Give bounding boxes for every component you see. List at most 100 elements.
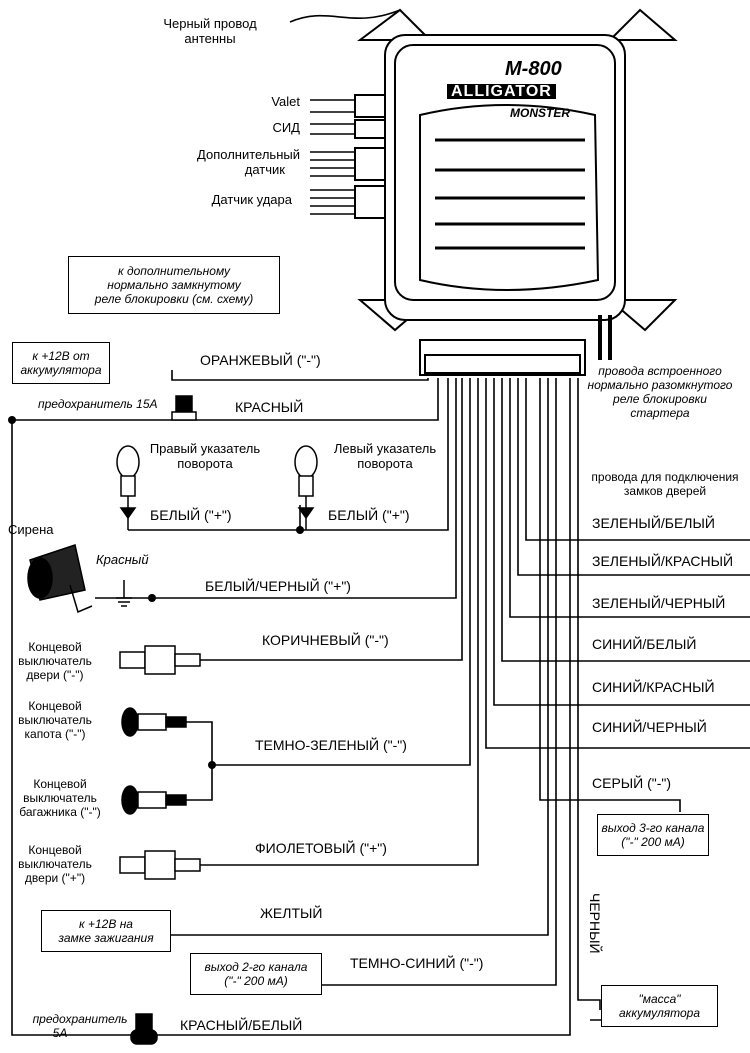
led-label: СИД bbox=[272, 120, 300, 135]
locks-header-line2: замков дверей bbox=[623, 484, 707, 498]
wire-green-white-label: ЗЕЛЕНЫЙ/БЕЛЫЙ bbox=[592, 515, 715, 531]
battery-box-line1: к +12В от bbox=[32, 349, 90, 363]
hood-line2: выключатель bbox=[18, 713, 92, 727]
ignition-line2: замке зажигания bbox=[58, 931, 154, 945]
ch2-line2: ("-" 200 мА) bbox=[224, 974, 288, 988]
hood-switch-icon bbox=[121, 707, 187, 737]
door-neg-line3: двери ("-") bbox=[26, 668, 84, 682]
valet-wire bbox=[310, 99, 355, 113]
logo-brand: ALLIGATOR bbox=[447, 84, 556, 100]
junction-dots bbox=[8, 416, 304, 769]
wire-gray-label: СЕРЫЙ ("-") bbox=[592, 775, 672, 791]
ch3-box: выход 3-го канала ("-" 200 мА) bbox=[597, 814, 709, 856]
ch2-box: выход 2-го канала ("-" 200 мА) bbox=[190, 953, 322, 995]
fuse-5a-line2: 5А bbox=[52, 1026, 68, 1040]
wire-blue-red-label: СИНИЙ/КРАСНЫЙ bbox=[592, 679, 715, 695]
hood-switch-label: Концевой выключатель капота ("-") bbox=[0, 699, 110, 741]
starter-relay-line1: провода встроенного bbox=[598, 364, 722, 378]
right-lamp-icon bbox=[116, 445, 140, 530]
ch2-line1: выход 2-го канала bbox=[204, 960, 308, 974]
wire-blue-white-label: СИНИЙ/БЕЛЫЙ bbox=[592, 636, 697, 652]
siren-icon bbox=[27, 544, 152, 614]
control-unit bbox=[354, 8, 678, 376]
siren-wire-label: Красный bbox=[96, 552, 149, 567]
wire-red-white-label: КРАСНЫЙ/БЕЛЫЙ bbox=[180, 1017, 303, 1033]
ch3-line2: ("-" 200 мА) bbox=[621, 835, 685, 849]
fuse-15a-icon bbox=[171, 395, 197, 421]
hood-line1: Концевой bbox=[28, 699, 82, 713]
extra-sensor-wire bbox=[310, 151, 355, 177]
door-neg-line2: выключатель bbox=[18, 654, 92, 668]
led-wire bbox=[310, 123, 355, 135]
ch3-line1: выход 3-го канала bbox=[601, 821, 705, 835]
fuse-5a-line1: предохранитель bbox=[32, 1012, 128, 1026]
door-pos-line2: выключатель bbox=[18, 857, 92, 871]
locks-header-line1: провода для подключения bbox=[591, 470, 739, 484]
logo-model: M-800 bbox=[505, 58, 562, 80]
extra-sensor-line1: Дополнительный bbox=[197, 147, 300, 162]
wire-green-black-label: ЗЕЛЕНЫЙ/ЧЕРНЫЙ bbox=[592, 595, 726, 611]
door-pos-line1: Концевой bbox=[28, 843, 82, 857]
wire-violet-label: ФИОЛЕТОВЫЙ ("+") bbox=[255, 840, 387, 856]
door-switch-pos-label: Концевой выключатель двери ("+") bbox=[0, 843, 110, 885]
relay-box-line1: к дополнительному bbox=[117, 264, 231, 278]
extra-sensor-line2: датчик bbox=[244, 162, 285, 177]
wire-yellow-label: ЖЕЛТЫЙ bbox=[260, 905, 323, 921]
wire-white-left-label: БЕЛЫЙ ("+") bbox=[328, 507, 410, 523]
wire-green-red-label: ЗЕЛЕНЫЙ/КРАСНЫЙ bbox=[592, 553, 734, 569]
hood-line3: капота ("-") bbox=[24, 727, 86, 741]
wire-white-right-label: БЕЛЫЙ ("+") bbox=[150, 507, 232, 523]
fuse-15a-label: предохранитель 15А bbox=[38, 397, 158, 411]
locks-header: провода для подключения замков дверей bbox=[585, 470, 745, 498]
wire-orange-label: ОРАНЖЕВЫЙ ("-") bbox=[200, 352, 321, 368]
battery-box: к +12В от аккумулятора bbox=[12, 342, 110, 384]
trunk-switch-icon bbox=[121, 785, 187, 815]
door-neg-line1: Концевой bbox=[28, 640, 82, 654]
right-lamp-line1: Правый указатель bbox=[149, 441, 261, 456]
relay-box-line3: реле блокировки (см. схему) bbox=[94, 292, 254, 306]
wire-red-label: КРАСНЫЙ bbox=[235, 399, 304, 415]
wire-dark-blue-label: ТЕМНО-СИНИЙ ("-") bbox=[350, 955, 484, 971]
ignition-box: к +12В на замке зажигания bbox=[41, 910, 171, 952]
starter-relay-line3: реле блокировки bbox=[613, 392, 707, 406]
door-pos-line3: двери ("+") bbox=[24, 871, 86, 885]
antenna-label-line2: антенны bbox=[184, 31, 236, 46]
left-lamp-icon bbox=[294, 445, 318, 530]
door-switch-pos-icon bbox=[119, 850, 201, 880]
wire-dark-green-label: ТЕМНО-ЗЕЛЕНЫЙ ("-") bbox=[255, 737, 407, 753]
left-lamp-line2: поворота bbox=[357, 456, 413, 471]
relay-box-line2: нормально замкнутому bbox=[107, 278, 241, 292]
starter-relay-label: провода встроенного нормально разомкнуто… bbox=[580, 364, 740, 420]
ground-box: "масса" аккумулятора bbox=[601, 985, 718, 1027]
trunk-line3: багажника ("-") bbox=[19, 805, 101, 819]
left-lamp-line1: Левый указатель bbox=[333, 441, 437, 456]
relay-box: к дополнительному нормально замкнутому р… bbox=[68, 256, 280, 314]
ignition-line1: к +12В на bbox=[79, 917, 133, 931]
trunk-line1: Концевой bbox=[33, 777, 87, 791]
fuse-5a-label: предохранитель 5А bbox=[20, 1012, 140, 1040]
right-lamp-line2: поворота bbox=[177, 456, 233, 471]
logo-series: MONSTER bbox=[510, 106, 570, 120]
siren-label: Сирена bbox=[8, 522, 54, 537]
wire-black-label: ЧЕРНЫЙ bbox=[587, 893, 603, 954]
left-lamp-label: Левый указатель поворота bbox=[320, 441, 450, 471]
extra-sensor-label: Дополнительный датчик bbox=[150, 147, 300, 177]
antenna-wire bbox=[289, 9, 401, 23]
wire-brown-label: КОРИЧНЕВЫЙ ("-") bbox=[262, 632, 389, 648]
shock-sensor-label: Датчик удара bbox=[211, 192, 292, 207]
battery-box-line2: аккумулятора bbox=[20, 363, 102, 377]
door-switch-neg-label: Концевой выключатель двери ("-") bbox=[0, 640, 110, 682]
trunk-line2: выключатель bbox=[23, 791, 97, 805]
fuse-5a-icon bbox=[130, 1013, 158, 1045]
wire-white-black-label: БЕЛЫЙ/ЧЕРНЫЙ ("+") bbox=[205, 578, 351, 594]
antenna-label-line1: Черный провод bbox=[163, 16, 257, 31]
starter-relay-line2: нормально разомкнутого bbox=[587, 378, 733, 392]
right-lamp-label: Правый указатель поворота bbox=[140, 441, 270, 471]
ground-line2: аккумулятора bbox=[618, 1006, 701, 1020]
trunk-switch-label: Концевой выключатель багажника ("-") bbox=[0, 777, 120, 819]
antenna-label: Черный провод антенны bbox=[150, 16, 270, 46]
door-switch-neg-icon bbox=[119, 645, 201, 675]
shock-sensor-wire bbox=[310, 189, 355, 215]
